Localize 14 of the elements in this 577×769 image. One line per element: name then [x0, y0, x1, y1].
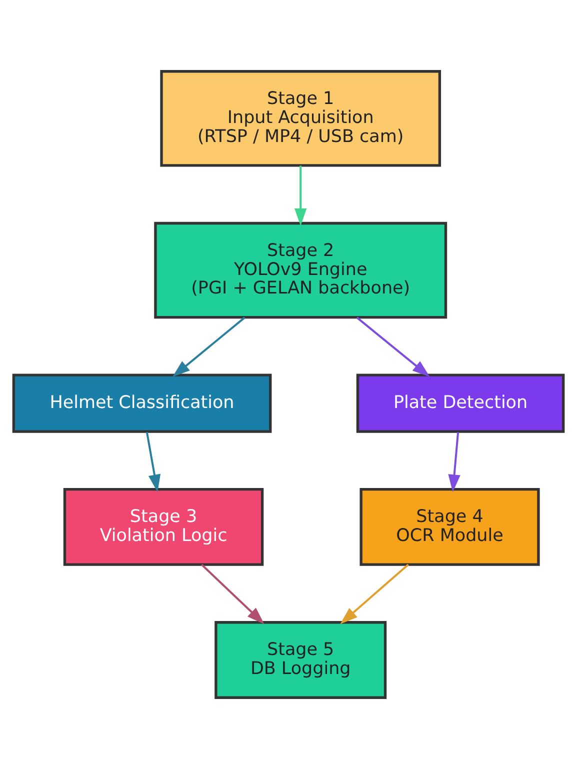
arrow [201, 564, 264, 624]
node-box: Plate Detection [356, 374, 565, 433]
arrow [146, 432, 161, 492]
node-box: Stage 2 YOLOv9 Engine (PGI + GELAN backbone) [154, 222, 448, 319]
arrow [448, 432, 460, 492]
node-box: Stage 4 OCR Module [360, 488, 540, 566]
arrow [172, 316, 246, 377]
node-box: Stage 5 DB Logging [214, 621, 387, 699]
arrow [340, 564, 409, 624]
node-box: Helmet Classification [12, 374, 272, 433]
arrow [356, 316, 430, 377]
node-box: Stage 3 Violation Logic [63, 488, 264, 566]
arrow [294, 166, 307, 226]
node-box: Stage 1 Input Acquisition (RTSP / MP4 / USB cam) [160, 70, 442, 167]
